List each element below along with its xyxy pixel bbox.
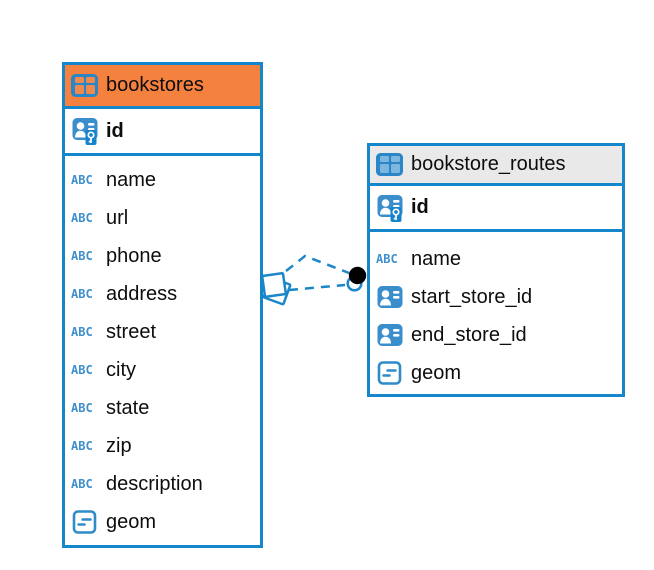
column-list: ABC name start_store_id bbox=[370, 232, 622, 394]
relationship-target-dot[interactable] bbox=[346, 266, 367, 292]
column-row[interactable]: end_store_id bbox=[370, 316, 622, 354]
column-name: url bbox=[106, 206, 129, 229]
column-name: geom bbox=[106, 510, 157, 533]
text-type-icon: ABC bbox=[71, 249, 93, 263]
text-type-icon: ABC bbox=[71, 363, 93, 377]
relationship[interactable] bbox=[261, 254, 367, 306]
column-name: name bbox=[106, 168, 157, 191]
column-name: end_store_id bbox=[411, 323, 527, 346]
column-name: id bbox=[411, 196, 429, 218]
text-type-icon: ABC bbox=[71, 325, 93, 339]
column-name: state bbox=[106, 396, 150, 419]
source-square-front bbox=[261, 272, 287, 298]
geometry-type-icon bbox=[376, 360, 403, 386]
primary-key-icon bbox=[71, 118, 98, 145]
table-title: bookstores bbox=[106, 74, 204, 96]
text-type-icon: ABC bbox=[376, 252, 398, 266]
text-type-icon: ABC bbox=[71, 401, 93, 415]
geometry-type-icon bbox=[71, 509, 98, 535]
relationship-line-upper[interactable] bbox=[285, 254, 350, 275]
text-type-icon: ABC bbox=[71, 477, 93, 491]
column-row[interactable]: start_store_id bbox=[370, 278, 622, 316]
table-title: bookstore_routes bbox=[411, 153, 566, 175]
column-row[interactable]: ABC street bbox=[65, 313, 260, 351]
text-type-icon: ABC bbox=[71, 287, 93, 301]
column-row[interactable]: ABC name bbox=[370, 240, 622, 278]
column-row[interactable]: ABC city bbox=[65, 351, 260, 389]
column-row[interactable]: ABC phone bbox=[65, 237, 260, 275]
text-type-icon: ABC bbox=[71, 211, 93, 225]
table-icon bbox=[376, 153, 403, 176]
relationship-line-lower[interactable] bbox=[288, 283, 346, 292]
table-header[interactable]: bookstores bbox=[65, 65, 260, 109]
primary-key-icon bbox=[376, 194, 403, 222]
relationship-source-symbol[interactable] bbox=[261, 272, 292, 306]
table-icon bbox=[71, 74, 98, 97]
column-row[interactable]: ABC description bbox=[65, 465, 260, 503]
column-name: zip bbox=[106, 434, 132, 457]
column-row[interactable]: geom bbox=[65, 503, 260, 541]
column-name: address bbox=[106, 282, 178, 305]
column-row[interactable]: ABC state bbox=[65, 389, 260, 427]
column-row[interactable]: geom bbox=[370, 354, 622, 392]
primary-key-row[interactable]: id bbox=[65, 109, 260, 156]
column-name: name bbox=[411, 247, 462, 270]
column-name: phone bbox=[106, 244, 162, 267]
column-list: ABC name ABC url ABC phone ABC address A… bbox=[65, 156, 260, 545]
table-bookstore-routes[interactable]: bookstore_routes id ABC bbox=[367, 143, 625, 397]
text-type-icon: ABC bbox=[71, 439, 93, 453]
primary-key-row[interactable]: id bbox=[370, 186, 622, 232]
table-bookstores[interactable]: bookstores id ABC na bbox=[62, 62, 263, 548]
column-row[interactable]: ABC url bbox=[65, 199, 260, 237]
column-name: id bbox=[106, 119, 124, 142]
text-type-icon: ABC bbox=[71, 173, 93, 187]
table-header[interactable]: bookstore_routes bbox=[370, 146, 622, 186]
column-name: start_store_id bbox=[411, 285, 533, 308]
column-row[interactable]: ABC zip bbox=[65, 427, 260, 465]
column-row[interactable]: ABC address bbox=[65, 275, 260, 313]
reference-id-type-icon bbox=[376, 323, 403, 347]
column-name: geom bbox=[411, 361, 462, 384]
column-name: description bbox=[106, 472, 203, 495]
target-dot bbox=[348, 266, 367, 285]
column-row[interactable]: ABC name bbox=[65, 161, 260, 199]
reference-id-type-icon bbox=[376, 285, 403, 309]
column-name: city bbox=[106, 358, 136, 381]
column-name: street bbox=[106, 320, 157, 343]
